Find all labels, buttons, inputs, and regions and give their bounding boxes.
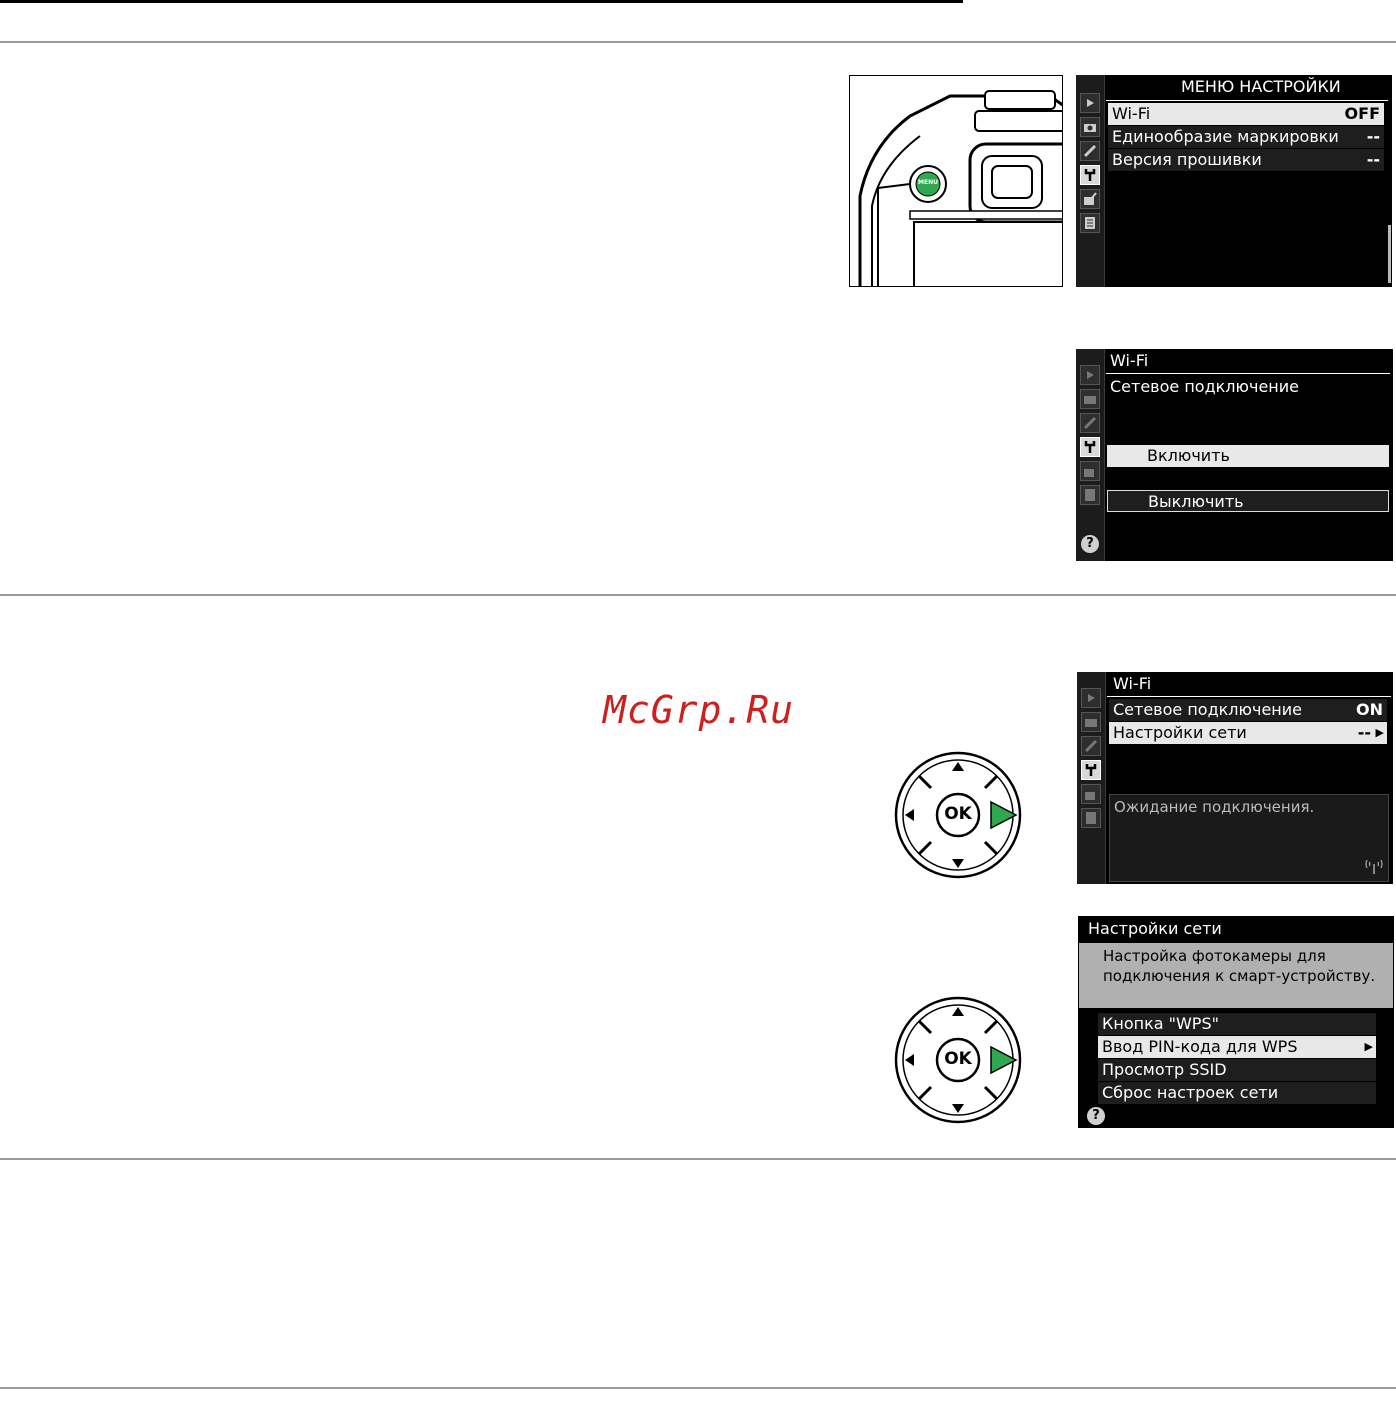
wifi-status-screen: Wi-Fi Сетевое подключение ON Настройки с… bbox=[1077, 672, 1393, 884]
option-label: Выключить bbox=[1148, 492, 1244, 511]
menu-item-label: Кнопка "WPS" bbox=[1102, 1014, 1219, 1033]
screen-title: Wi-Fi bbox=[1110, 351, 1149, 370]
menu-item-label: Ввод PIN-кода для WPS bbox=[1102, 1037, 1298, 1056]
menu-item-value: -- bbox=[1366, 127, 1380, 146]
menu-item-value: ON bbox=[1356, 700, 1383, 719]
recent-settings-icon[interactable] bbox=[1080, 213, 1100, 233]
retouch-icon[interactable] bbox=[1080, 189, 1100, 209]
recent-settings-icon[interactable] bbox=[1080, 485, 1100, 505]
pencil-icon[interactable] bbox=[1080, 413, 1100, 433]
camera-icon[interactable] bbox=[1080, 389, 1100, 409]
menu-item-wps-button[interactable]: Кнопка "WPS" bbox=[1098, 1013, 1376, 1035]
retouch-icon[interactable] bbox=[1081, 784, 1101, 804]
description-panel: Настройка фотокамеры для подключения к с… bbox=[1079, 943, 1393, 1008]
retouch-icon[interactable] bbox=[1080, 461, 1100, 481]
menu-tabs: ? bbox=[1076, 349, 1105, 561]
menu-item-value: -- bbox=[1357, 723, 1371, 742]
scrollbar[interactable] bbox=[1388, 225, 1391, 283]
divider-4 bbox=[0, 1387, 1396, 1389]
title-underline bbox=[1107, 696, 1391, 697]
divider-1 bbox=[0, 41, 1396, 43]
multi-selector-dpad[interactable] bbox=[893, 995, 1023, 1125]
description-line-2: подключения к смарт-устройству. bbox=[1103, 967, 1376, 985]
setup-menu-screen: МЕНЮ НАСТРОЙКИ Wi-Fi OFF Единообразие ма… bbox=[1076, 75, 1392, 287]
wrench-icon[interactable] bbox=[1080, 165, 1100, 185]
wrench-icon[interactable] bbox=[1080, 437, 1100, 457]
wrench-icon[interactable] bbox=[1081, 760, 1101, 780]
menu-tabs bbox=[1077, 672, 1106, 884]
option-label: Включить bbox=[1147, 446, 1230, 465]
screen-title: МЕНЮ НАСТРОЙКИ bbox=[1181, 77, 1341, 96]
screen-title: Wi-Fi bbox=[1113, 674, 1152, 693]
menu-item-label: Сетевое подключение bbox=[1113, 700, 1302, 719]
playback-icon[interactable] bbox=[1080, 365, 1100, 385]
menu-item-consistent-naming[interactable]: Единообразие маркировки -- bbox=[1108, 126, 1384, 148]
menu-item-network-settings[interactable]: Настройки сети -- ▶ bbox=[1109, 722, 1387, 744]
wifi-antenna-icon bbox=[1365, 859, 1383, 874]
ok-label: OK bbox=[944, 1049, 972, 1069]
menu-item-label: Просмотр SSID bbox=[1102, 1060, 1227, 1079]
help-icon[interactable]: ? bbox=[1081, 535, 1099, 553]
status-panel: Ожидание подключения. bbox=[1109, 794, 1389, 882]
menu-item-label: Сброс настроек сети bbox=[1102, 1083, 1279, 1102]
option-enable[interactable]: Включить bbox=[1107, 445, 1389, 467]
menu-item-label: Настройки сети bbox=[1113, 723, 1247, 742]
chevron-right-icon: ▶ bbox=[1375, 726, 1384, 739]
option-disable[interactable]: Выключить bbox=[1107, 490, 1389, 512]
top-rule bbox=[0, 0, 963, 3]
menu-button-label: MENU bbox=[918, 179, 938, 186]
menu-item-value: -- bbox=[1366, 150, 1380, 169]
camera-drawing bbox=[858, 90, 1062, 286]
menu-item-network-connection[interactable]: Сетевое подключение ON bbox=[1109, 699, 1387, 721]
chevron-right-icon: ▶ bbox=[1364, 1040, 1373, 1053]
description-line-1: Настройка фотокамеры для bbox=[1103, 947, 1326, 965]
recent-settings-icon[interactable] bbox=[1081, 808, 1101, 828]
wifi-connection-screen: ? Wi-Fi Сетевое подключение Включить Вык… bbox=[1076, 349, 1393, 561]
menu-item-wifi[interactable]: Wi-Fi OFF bbox=[1108, 103, 1384, 125]
title-underline bbox=[1106, 100, 1388, 101]
camera-icon[interactable] bbox=[1081, 712, 1101, 732]
screen-subtitle: Сетевое подключение bbox=[1110, 377, 1299, 396]
pencil-icon[interactable] bbox=[1081, 736, 1101, 756]
help-icon[interactable]: ? bbox=[1087, 1107, 1105, 1125]
title-underline bbox=[1106, 373, 1390, 374]
playback-icon[interactable] bbox=[1080, 93, 1100, 113]
status-text: Ожидание подключения. bbox=[1114, 798, 1315, 816]
pencil-icon[interactable] bbox=[1080, 141, 1100, 161]
menu-item-wps-pin[interactable]: Ввод PIN-кода для WPS ▶ bbox=[1098, 1036, 1376, 1058]
camera-icon[interactable] bbox=[1080, 117, 1100, 137]
ok-label: OK bbox=[944, 804, 972, 824]
menu-item-value: OFF bbox=[1344, 104, 1380, 123]
menu-item-view-ssid[interactable]: Просмотр SSID bbox=[1098, 1059, 1376, 1081]
menu-tabs bbox=[1076, 75, 1105, 287]
screen-title: Настройки сети bbox=[1088, 919, 1222, 938]
watermark: McGrp.Ru bbox=[603, 688, 795, 732]
network-settings-screen: Настройки сети Настройка фотокамеры для … bbox=[1078, 916, 1394, 1128]
divider-3 bbox=[0, 1158, 1396, 1160]
divider-2 bbox=[0, 594, 1396, 596]
multi-selector-dpad[interactable] bbox=[893, 750, 1023, 880]
menu-item-firmware-version[interactable]: Версия прошивки -- bbox=[1108, 149, 1384, 171]
menu-item-reset-network[interactable]: Сброс настроек сети bbox=[1098, 1082, 1376, 1104]
menu-item-label: Wi-Fi bbox=[1112, 104, 1151, 123]
menu-item-label: Единообразие маркировки bbox=[1112, 127, 1339, 146]
camera-illustration: MENU bbox=[849, 75, 1063, 287]
menu-item-label: Версия прошивки bbox=[1112, 150, 1262, 169]
playback-icon[interactable] bbox=[1081, 688, 1101, 708]
